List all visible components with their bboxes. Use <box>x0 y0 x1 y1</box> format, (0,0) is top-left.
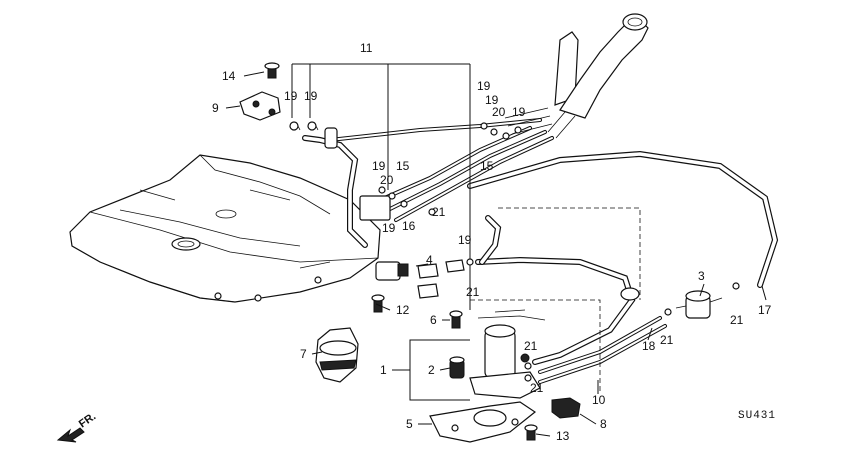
label-1: 1 <box>380 363 387 377</box>
label-19-c: 19 <box>477 79 491 93</box>
label-15-a: 15 <box>480 159 494 173</box>
front-arrow: FR. <box>56 410 98 443</box>
label-16: 16 <box>402 219 416 233</box>
diagram-code: SU431 <box>738 410 776 422</box>
bracket <box>429 401 537 443</box>
label-21-d: 21 <box>530 381 544 395</box>
breather-hose-bundle <box>302 107 554 248</box>
label-21-f: 21 <box>730 313 744 327</box>
fuel-pump <box>469 309 546 399</box>
label-14: 14 <box>222 69 236 83</box>
label-21-e: 21 <box>660 333 674 347</box>
label-2: 2 <box>428 363 435 377</box>
label-15-b: 15 <box>396 159 410 173</box>
label-4: 4 <box>426 253 433 267</box>
label-21-b: 21 <box>466 285 480 299</box>
label-10: 10 <box>592 393 606 407</box>
label-13: 13 <box>556 429 570 443</box>
label-5: 5 <box>406 417 413 431</box>
filler-neck <box>547 13 649 139</box>
hose-17 <box>467 150 779 288</box>
label-21-c: 21 <box>524 339 538 353</box>
label-19-b: 19 <box>304 89 318 103</box>
label-20-b: 20 <box>380 173 394 187</box>
label-18: 18 <box>642 339 656 353</box>
label-11: 11 <box>360 41 373 55</box>
hose-clips <box>289 121 740 382</box>
label-3: 3 <box>698 269 705 283</box>
part-labels: 11 14 9 19 19 19 19 20 19 15 19 15 20 21… <box>212 41 772 443</box>
label-6: 6 <box>430 313 437 327</box>
label-20-a: 20 <box>492 105 506 119</box>
label-19-f: 19 <box>372 159 386 173</box>
label-19-d: 19 <box>485 93 499 107</box>
label-21-a: 21 <box>432 205 446 219</box>
label-12: 12 <box>396 303 410 317</box>
label-19-h: 19 <box>458 233 472 247</box>
label-17: 17 <box>758 303 772 317</box>
fuel-tank <box>69 154 381 303</box>
label-8: 8 <box>600 417 607 431</box>
small-parts <box>239 62 723 441</box>
label-19-a: 19 <box>284 89 298 103</box>
label-19-e: 19 <box>512 105 526 119</box>
label-19-g: 19 <box>382 221 396 235</box>
label-9: 9 <box>212 101 219 115</box>
label-7: 7 <box>300 347 307 361</box>
